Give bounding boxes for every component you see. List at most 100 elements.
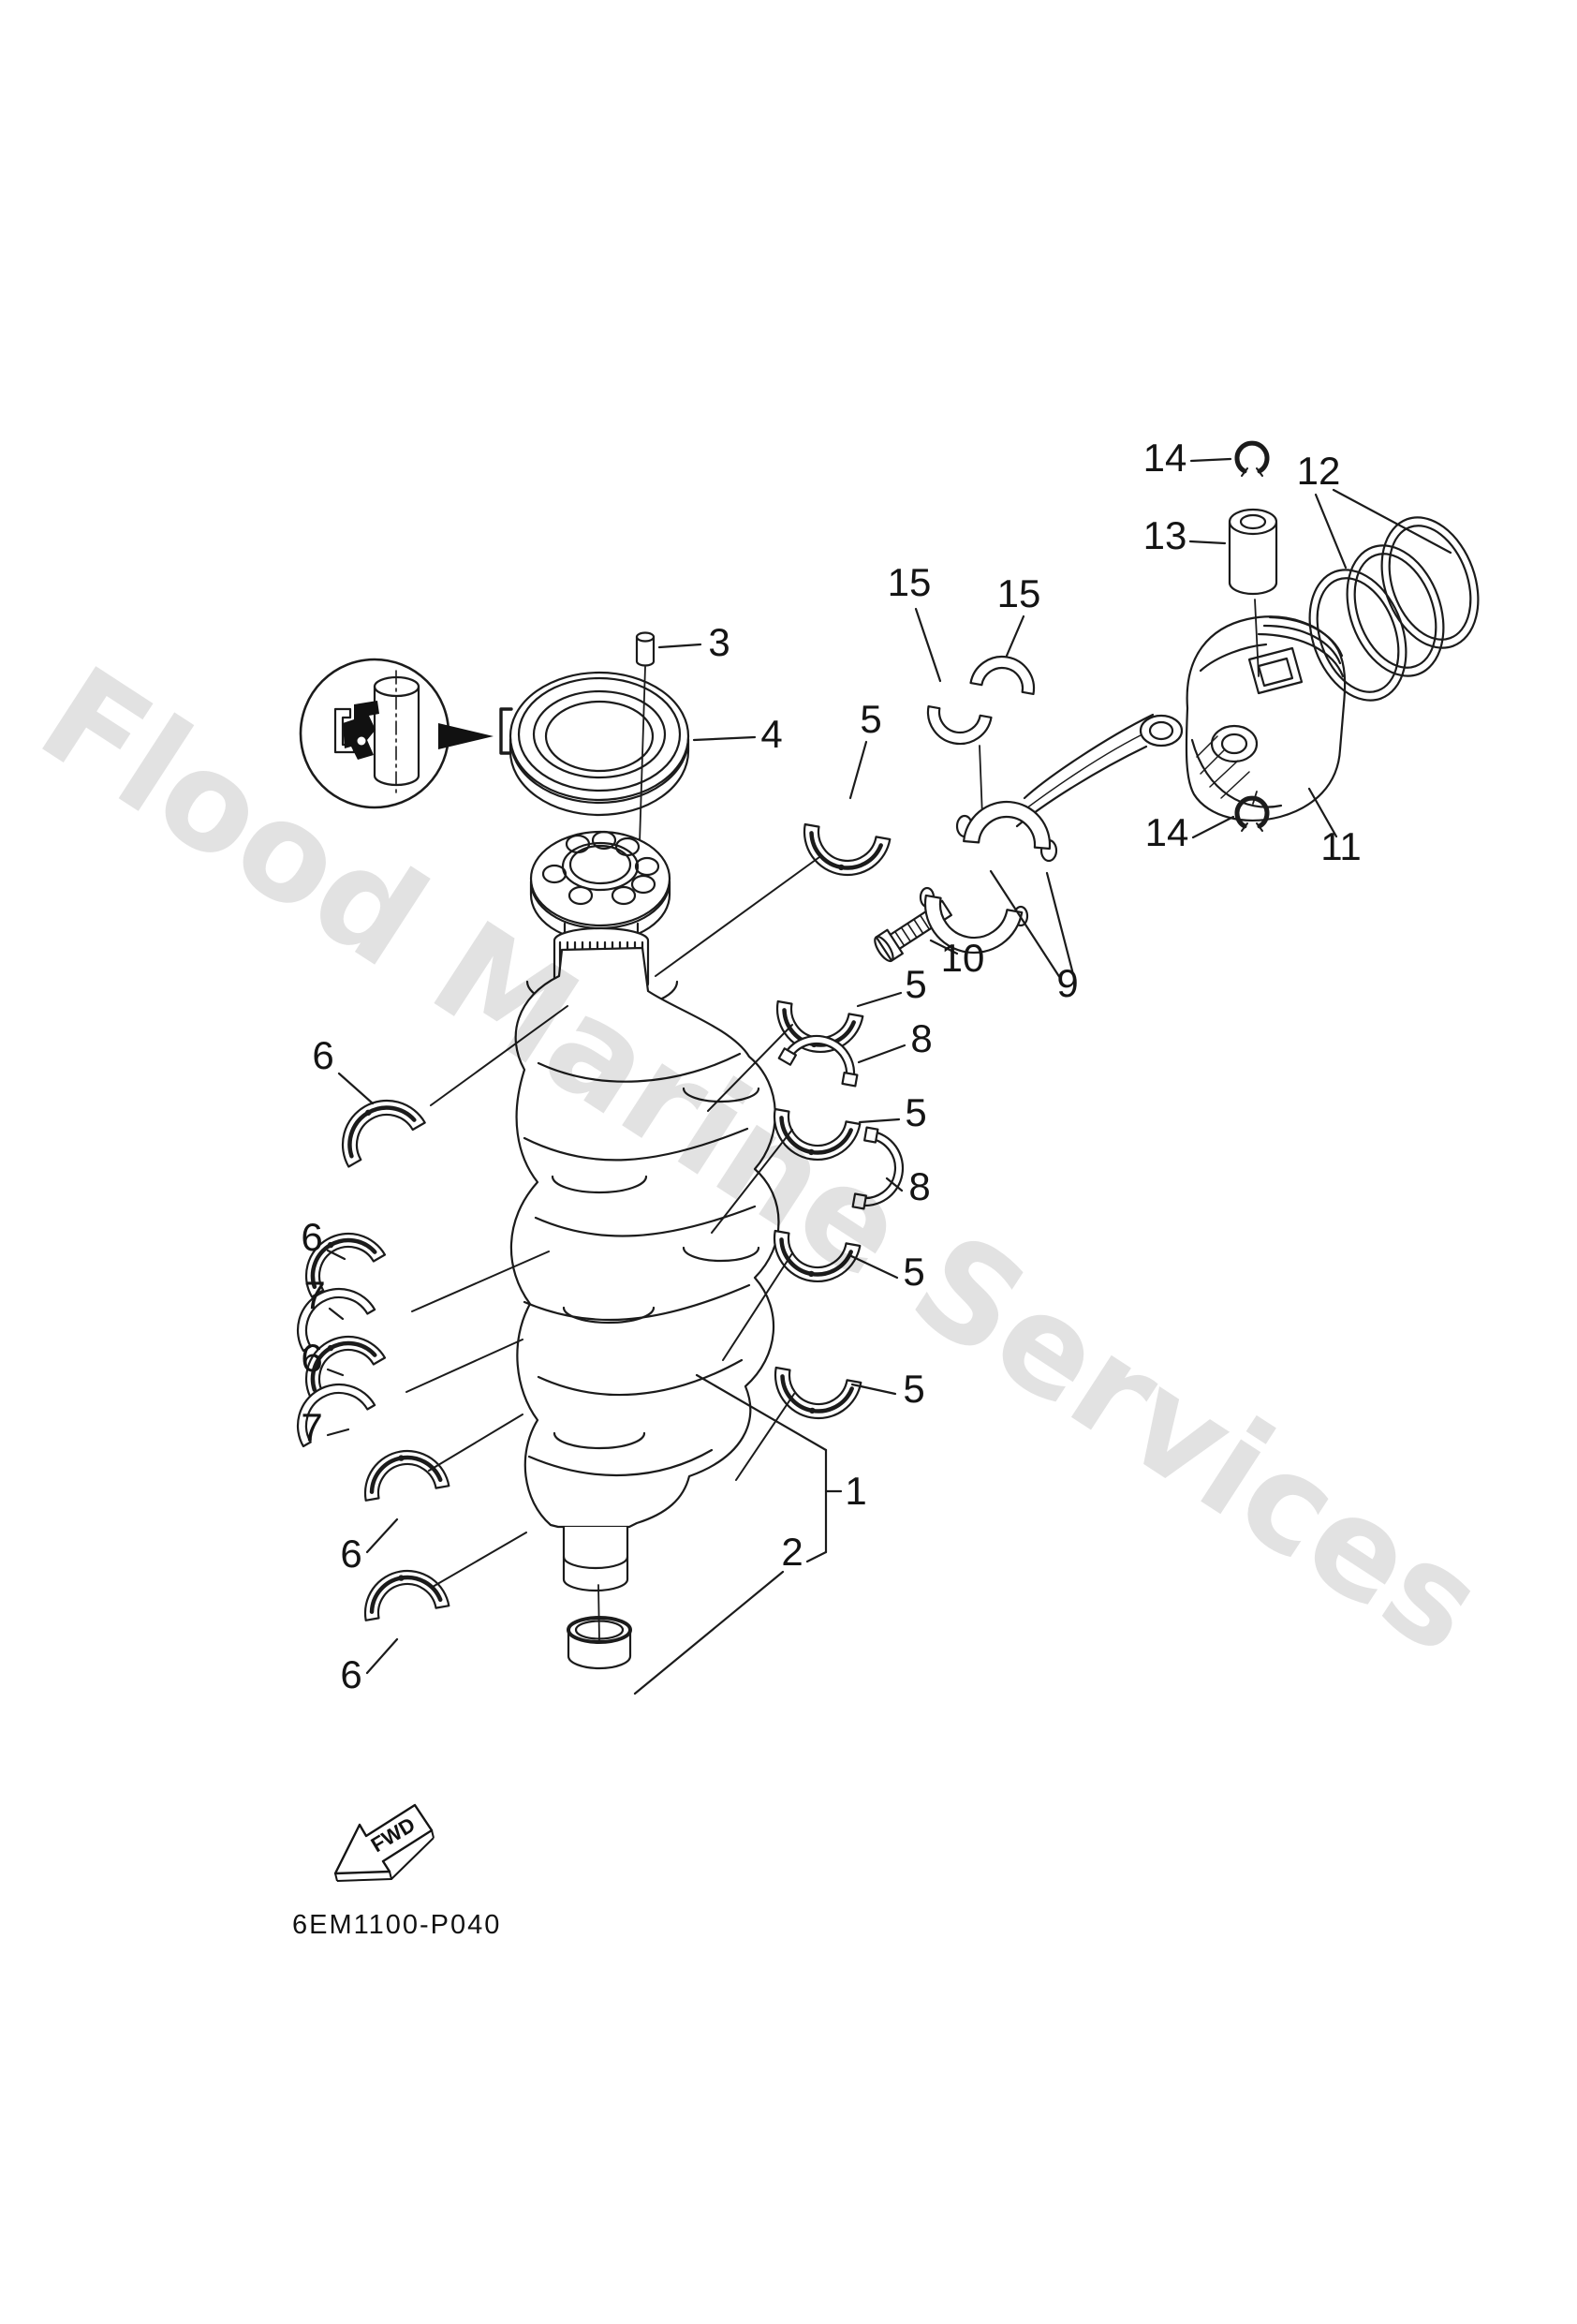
part-callout-7: 7: [303, 1273, 325, 1317]
key-retainer-outline: [333, 707, 356, 754]
part-callout-6: 6: [340, 1652, 361, 1696]
piston-drawing: [1185, 599, 1347, 822]
part-callout-5: 5: [903, 1250, 924, 1294]
journal-leader-line: [707, 1024, 793, 1112]
thrust-washer-drawing-tab: [777, 1047, 797, 1066]
callout-leader-line: [805, 1550, 828, 1563]
journal-leader-line: [735, 1393, 795, 1481]
callout-leader-line: [1307, 787, 1338, 838]
rod-bearing-drawing: [926, 704, 993, 745]
circlip-top-drawing: [1234, 440, 1270, 477]
part-callout-2: 2: [781, 1530, 803, 1574]
main-bearing-drawing-oil-hole: [838, 864, 845, 871]
part-callout-12: 12: [1297, 449, 1341, 493]
part-callout-10: 10: [941, 936, 985, 980]
journal-leader-line: [432, 1532, 527, 1588]
journal-leader-line: [430, 1005, 568, 1106]
piston-pin-drawing: [1228, 508, 1278, 596]
thrust-bearing-drawing: [296, 1288, 376, 1353]
rod-bigend-drawing: [963, 801, 1051, 851]
callout-leader-line: [929, 939, 959, 955]
callout-leader-line: [326, 1368, 345, 1377]
callout-leader-line: [1191, 815, 1235, 839]
part-callout-5: 5: [903, 1367, 924, 1411]
part-callout-5: 5: [905, 1090, 926, 1134]
callout-leader-line: [989, 869, 1062, 980]
part-callout-8: 8: [910, 1016, 932, 1060]
callout-leader-line: [885, 1177, 904, 1192]
callout-leader-line: [1188, 540, 1227, 545]
journal-leader-line: [722, 1252, 793, 1361]
main-bearing-drawing-oil-hole: [398, 1575, 405, 1581]
part-callout-4: 4: [760, 712, 782, 756]
part-callout-6: 6: [301, 1336, 322, 1380]
part-callout-14: 14: [1145, 810, 1189, 854]
woodruff-key-icon: [343, 701, 379, 760]
callout-leader-line: [365, 1517, 399, 1554]
callout-leader-line: [1314, 493, 1348, 570]
journal-leader-line: [428, 1414, 523, 1472]
callout-leader-line: [847, 1253, 899, 1280]
part-number: 6EM1100-P040: [292, 1910, 501, 1940]
part-callout-15: 15: [997, 571, 1041, 615]
callout-leader-line: [328, 1307, 345, 1321]
thrust-washer-drawing-tab: [863, 1126, 879, 1144]
journal-leader-line: [711, 1129, 793, 1234]
callout-leader-line: [326, 1428, 350, 1437]
bushing-drawing: [567, 1616, 632, 1670]
main-bearing-drawing-oil-hole: [398, 1455, 405, 1461]
part-callout-1: 1: [845, 1469, 866, 1513]
callout-leader-line: [858, 1118, 901, 1124]
part-callout-14: 14: [1143, 436, 1187, 480]
main-bearing-drawing-oil-hole: [808, 1270, 815, 1278]
piston-rings-drawing: [1308, 516, 1480, 702]
main-bearing-drawing: [341, 1100, 426, 1168]
detail-bracket: [499, 707, 513, 755]
detail-circle: [299, 658, 450, 809]
callout-leader-line: [850, 1383, 897, 1396]
callout-leader-line: [914, 607, 942, 683]
thrust-washer-drawing-tab: [851, 1192, 867, 1210]
rod-bearing-drawing: [969, 656, 1036, 696]
main-bearing-drawing-oil-hole: [365, 1109, 372, 1116]
part-callout-8: 8: [908, 1164, 930, 1208]
journal-leader-line: [655, 856, 820, 977]
fwd-arrow: FWD: [333, 1803, 435, 1882]
part-callout-7: 7: [301, 1405, 322, 1449]
circlip-bottom-drawing: [1234, 795, 1270, 832]
callout-leader-line: [365, 1637, 399, 1675]
part-callout-15: 15: [888, 560, 932, 604]
callout-leader-line: [337, 1072, 375, 1105]
part-callout-9: 9: [1056, 961, 1078, 1005]
dowel-pin-drawing: [629, 631, 656, 855]
part-callout-13: 13: [1143, 513, 1187, 557]
main-bearing-drawing-oil-hole: [327, 1241, 334, 1249]
thrust-washer-drawing-tab: [841, 1072, 859, 1088]
crankshaft-drawing: [509, 830, 780, 1642]
callout-leader-line: [633, 1570, 785, 1695]
flange-bolt-holes: [541, 830, 660, 906]
part-callout-6: 6: [301, 1215, 322, 1259]
journal-leader-line: [411, 1251, 550, 1312]
callout-leader-line: [848, 740, 868, 800]
callout-leader-line: [1005, 614, 1025, 658]
callout-leader-line: [326, 1249, 346, 1261]
main-bearing-drawing-oil-hole: [327, 1344, 334, 1352]
detail-arrow-icon: [438, 723, 494, 749]
part-callout-3: 3: [708, 620, 730, 664]
main-bearing-drawing-oil-hole: [808, 1148, 815, 1156]
callout-leader-line: [856, 991, 903, 1008]
part-callout-6: 6: [312, 1033, 333, 1077]
callout-leader-line: [1189, 457, 1232, 463]
main-bearing-drawing-oil-hole: [809, 1407, 816, 1414]
part-callout-6: 6: [340, 1532, 361, 1576]
callout-leader-line: [1045, 871, 1076, 980]
part-callout-5: 5: [860, 697, 881, 741]
journal-leader-line: [405, 1339, 523, 1393]
callout-leader-line: [692, 735, 757, 742]
callout-leader-line: [695, 1373, 828, 1452]
callout-leader-line: [1332, 488, 1452, 555]
